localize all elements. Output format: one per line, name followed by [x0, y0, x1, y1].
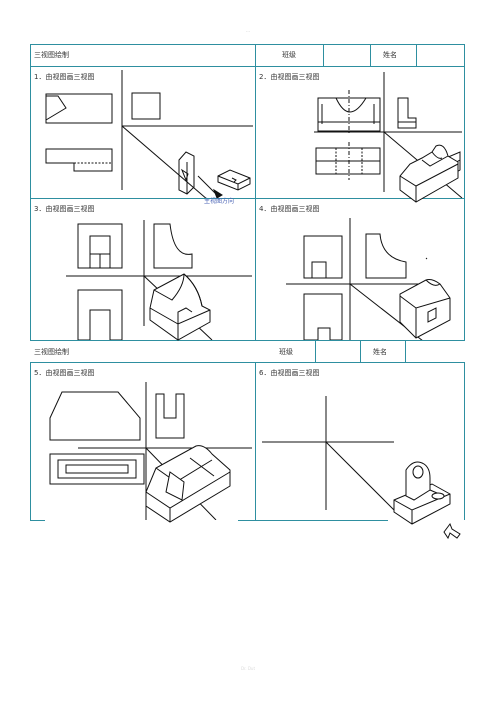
table-border	[416, 44, 417, 66]
table-border	[464, 66, 465, 340]
problem-2-label: 2．由视图画三视图	[259, 73, 320, 81]
problem-6-label: 6．由视图画三视图	[259, 369, 320, 377]
table-border	[30, 44, 31, 66]
class-label: 班级	[282, 51, 296, 59]
problem-5-solid	[142, 436, 234, 526]
problem-1-solid	[216, 168, 252, 192]
problem-3-label: 3．由视图画三视图	[34, 205, 95, 213]
mid-name-label: 姓名	[373, 348, 387, 356]
table-border	[30, 198, 465, 199]
table-border	[255, 362, 256, 520]
mid-class-label: 班级	[279, 348, 293, 356]
table-border	[30, 340, 465, 341]
name-label: 姓名	[383, 51, 397, 59]
table-border	[370, 44, 371, 66]
problem-3-drawing	[30, 198, 255, 340]
table-border	[238, 520, 388, 521]
table-border	[30, 520, 45, 521]
problem-5-drawing	[30, 362, 255, 520]
table-border	[405, 340, 406, 362]
problem-1-label: 1．由视图画三视图	[34, 73, 95, 81]
problem-6-drawing	[256, 362, 464, 520]
problem-4-label: 4．由视图画三视图	[259, 205, 320, 213]
problem-1-drawing	[30, 66, 255, 198]
table-border	[30, 66, 31, 340]
table-border	[255, 66, 256, 340]
view-direction-hint: 主视图方向	[204, 198, 235, 205]
table-border	[360, 340, 361, 362]
footer-mark: Dr. Dut	[240, 666, 256, 671]
mid-sheet-title: 三视图绘制	[34, 348, 69, 356]
table-border	[30, 66, 465, 67]
table-border-top	[30, 44, 465, 45]
problem-5-label: 5．由视图画三视图	[34, 369, 95, 377]
problem-2-solid	[396, 140, 462, 204]
table-border	[464, 44, 465, 66]
table-border	[30, 362, 465, 363]
problem-3-solid	[148, 272, 212, 342]
table-border	[315, 340, 316, 362]
problem-4-drawing	[256, 198, 464, 340]
sheet-title: 三视图绘制	[34, 51, 69, 59]
page-mark: …	[245, 28, 251, 34]
table-border	[464, 362, 465, 520]
view-direction-arrow	[442, 522, 462, 540]
table-border	[323, 44, 324, 66]
table-border	[30, 362, 31, 520]
table-border	[255, 44, 256, 66]
problem-4-solid	[396, 274, 454, 342]
problem-6-solid	[392, 456, 464, 528]
